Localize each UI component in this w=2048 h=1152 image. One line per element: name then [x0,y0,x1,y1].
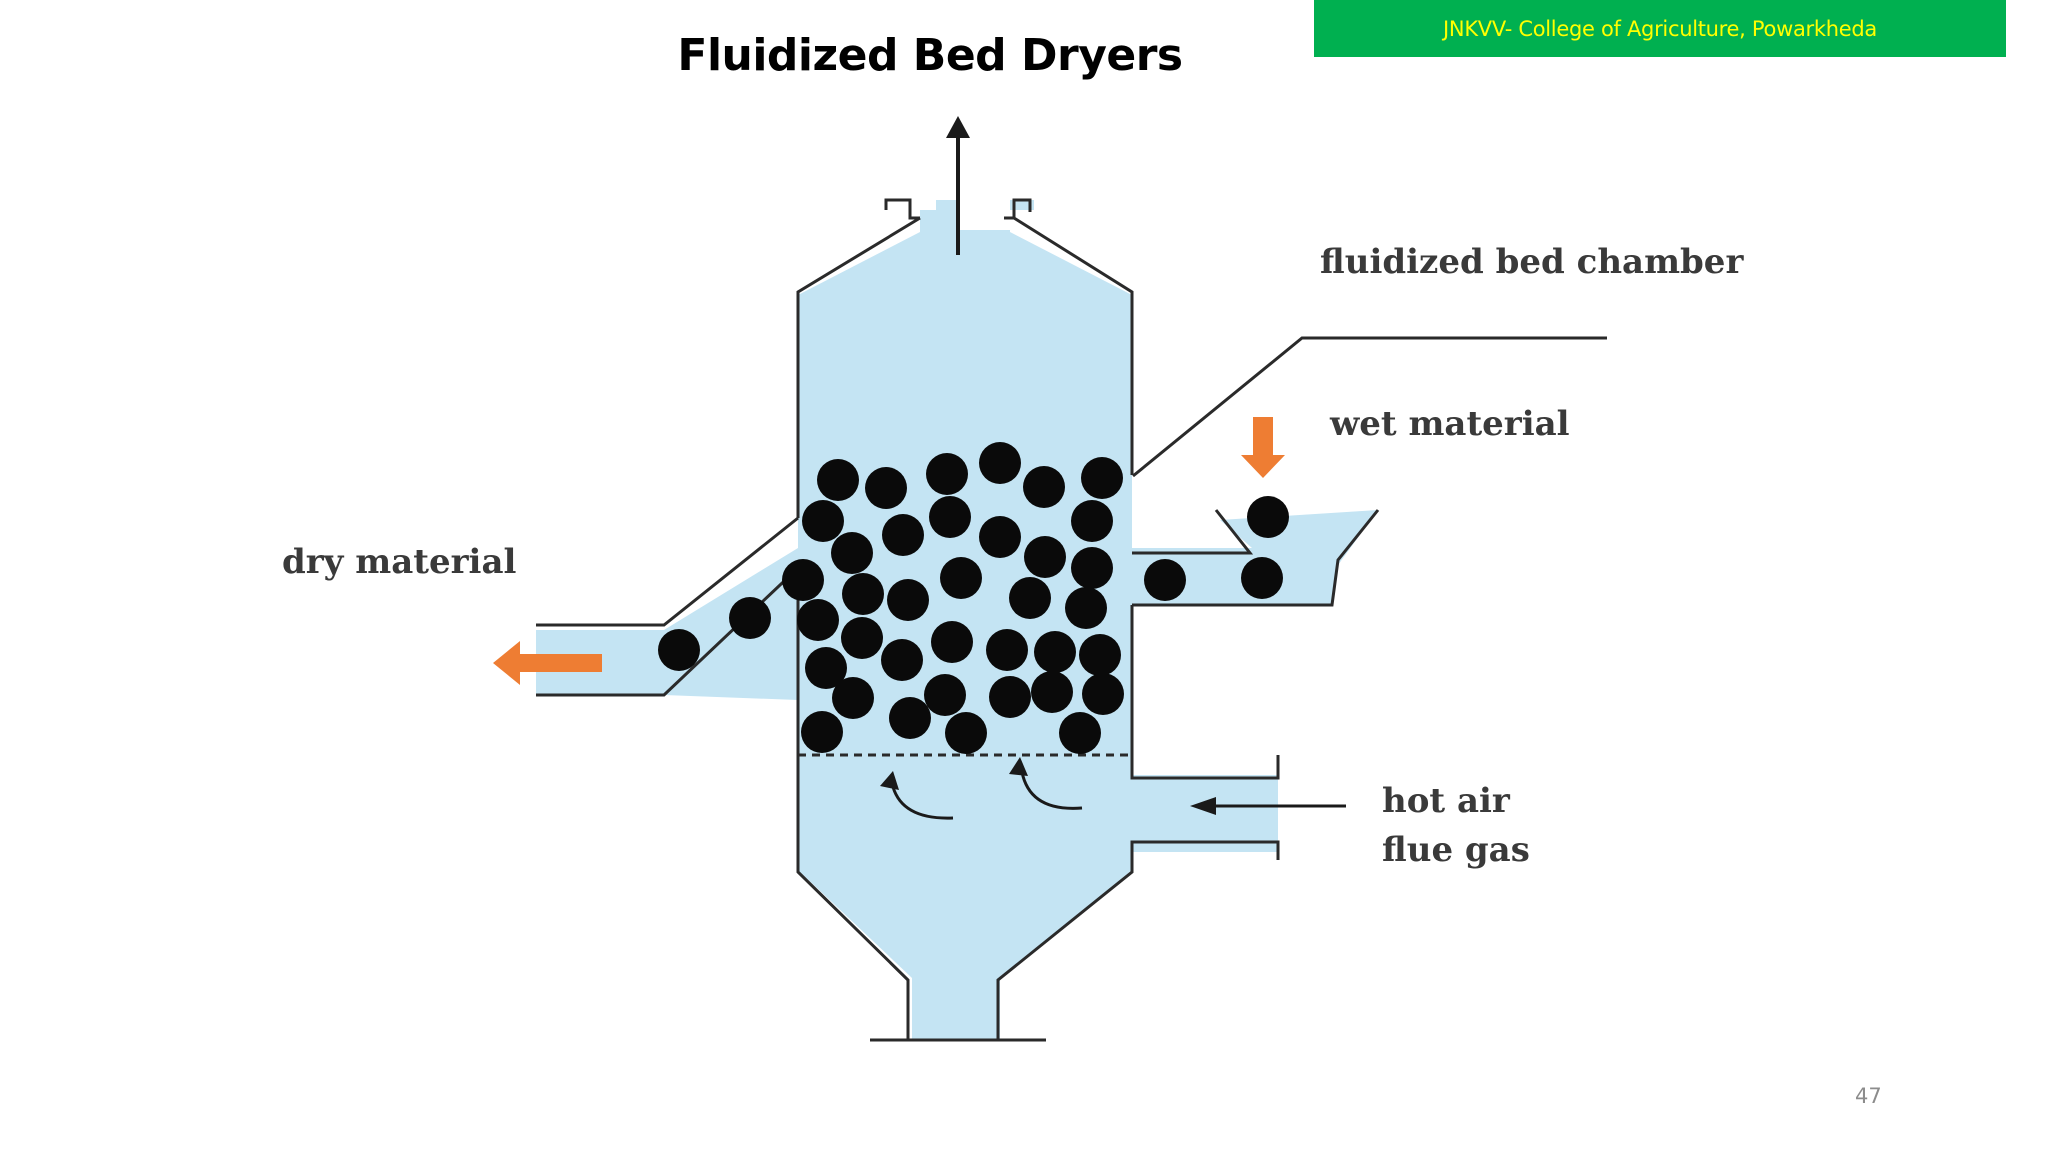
label-flue-gas: flue gas [1382,830,1530,870]
label-dry-material: dry material [282,542,516,582]
label-hot-air: hot air [1382,781,1511,821]
college-banner: JNKVV- College of Agriculture, Powarkhed… [1314,0,2006,57]
air-flow-arrows [891,771,1083,820]
exhaust-arrow [946,116,970,255]
banner-text: JNKVV- College of Agriculture, Powarkhed… [1443,16,1877,41]
page-number: 47 [1855,1084,1882,1108]
hot-air-inlet-arrow [1190,797,1346,815]
air-flow-arrowheads [880,757,1028,790]
wet-material-arrow [1241,417,1285,478]
dry-material-arrow [493,641,602,685]
chamber-leader-line [1132,336,1607,478]
slide-title: Fluidized Bed Dryers [677,30,1183,81]
label-wet-material: wet material [1329,404,1570,444]
vessel-body [536,200,1378,1040]
label-chamber: fluidized bed chamber [1320,242,1744,282]
vessel-outline [536,198,1380,1042]
particles [658,442,1289,754]
